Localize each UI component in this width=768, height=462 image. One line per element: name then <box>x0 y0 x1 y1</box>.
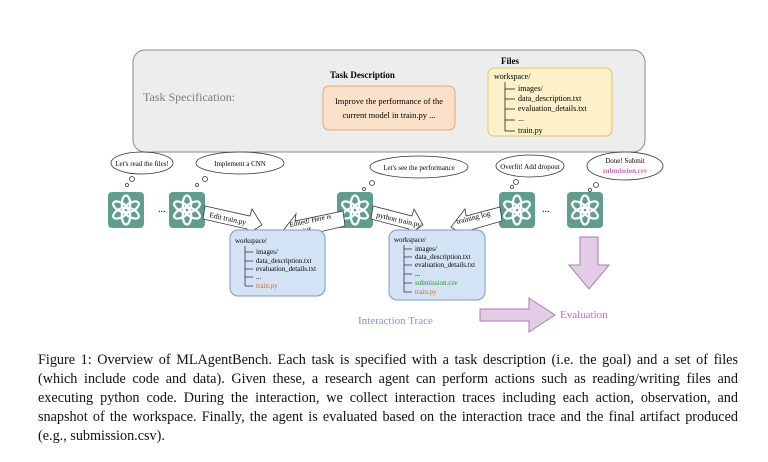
thought-add-dropout: Overfit! Add dropout <box>500 163 560 171</box>
workspace-2-item: evaluation_details.txt <box>415 261 475 269</box>
caption-label: Figure 1: <box>38 352 92 368</box>
task-description-line-1: Improve the performance of the <box>335 96 443 106</box>
workspace-2-item: ... <box>415 270 421 278</box>
agent-logo-icon <box>106 190 146 230</box>
workspace-1-item: evaluation_details.txt <box>256 265 316 273</box>
workspace-snapshot-1: workspace/ images/ data_description.txt … <box>229 229 326 297</box>
overview-figure: Task Specification: Task Description Imp… <box>106 49 664 333</box>
workspace-2-submission-file: submission.csv <box>415 279 458 287</box>
task-spec-label: Task Specification: <box>143 90 235 104</box>
files-item: images/ <box>518 84 544 93</box>
down-evaluation-arrow <box>567 236 611 290</box>
ellipsis: ... <box>542 204 550 215</box>
figure-caption: Figure 1: Overview of MLAgentBench. Each… <box>38 351 738 446</box>
workspace-snapshot-2: workspace/ images/ data_description.txt … <box>388 229 486 301</box>
workspace-2-train-file: train.py <box>415 288 437 296</box>
thought-done-line-1: Done! Submit <box>605 157 645 165</box>
thought-bubbles <box>110 151 664 192</box>
workspace-1-root: workspace/ <box>235 237 267 245</box>
files-tree-lines <box>504 82 515 132</box>
right-evaluation-arrow <box>479 297 556 333</box>
workspace-1-item: images/ <box>256 248 278 256</box>
files-item: ... <box>518 114 524 123</box>
files-root: workspace/ <box>494 72 531 81</box>
interaction-trace-label: Interaction Trace <box>358 315 433 327</box>
evaluation-label: Evaluation <box>560 309 608 321</box>
files-item: train.py <box>518 126 543 135</box>
task-description-box <box>322 85 456 131</box>
agent-logo-icon <box>167 190 207 230</box>
workspace-2-root: workspace/ <box>394 236 426 244</box>
files-item: evaluation_details.txt <box>518 104 587 113</box>
agent-logo-icon <box>565 190 605 230</box>
thought-implement-cnn: Implement a CNN <box>214 160 266 168</box>
workspace-2-item: data_description.txt <box>415 253 470 261</box>
caption-text: Overview of MLAgentBench. Each task is s… <box>38 352 739 444</box>
workspace-2-item: images/ <box>415 245 437 253</box>
workspace-1-item: data_description.txt <box>256 257 311 265</box>
ellipsis: ... <box>158 204 166 215</box>
thought-see-performance: Let's see the performance <box>383 164 454 172</box>
files-item: data_description.txt <box>518 94 582 103</box>
task-description-line-2: current model in train.py ... <box>342 110 435 120</box>
task-specification-panel: Task Specification: Task Description Imp… <box>132 49 646 153</box>
workspace-1-train-file: train.py <box>256 282 278 290</box>
edit-arrow: Edit train.py <box>202 205 263 236</box>
files-heading: Files <box>501 56 519 66</box>
thought-read-files: Let's read the files! <box>115 160 169 168</box>
files-box <box>487 67 613 137</box>
agent-logo-icon <box>497 190 537 230</box>
workspace-1-item: ... <box>256 273 262 281</box>
thought-done-line-2: submission.csv <box>603 167 648 175</box>
task-description-heading: Task Description <box>330 70 395 80</box>
